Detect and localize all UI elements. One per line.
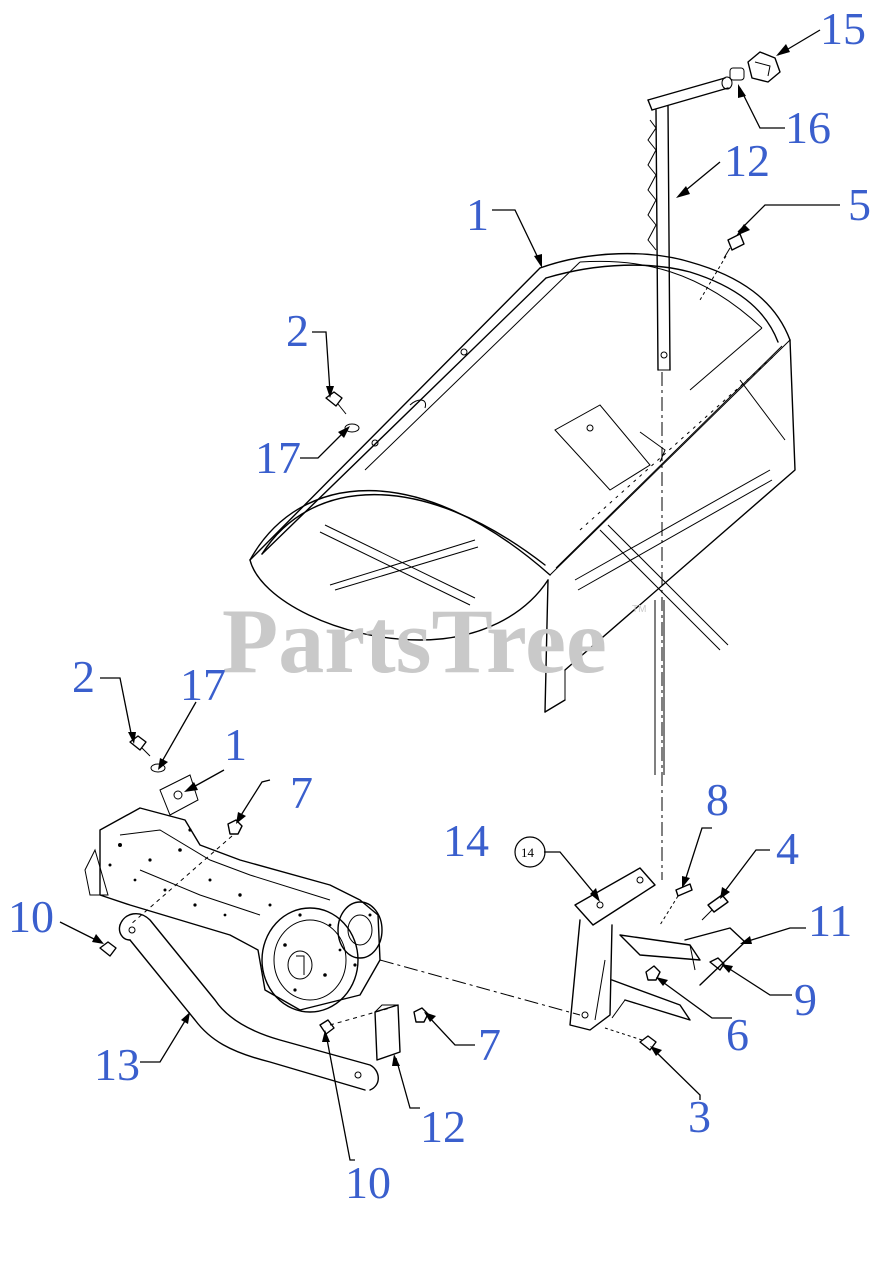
callout-8: 8 [706,774,729,825]
callout-4: 4 [776,823,799,874]
handle-bar [118,913,379,1091]
callout-15: 15 [820,3,866,54]
handle-rod [647,76,733,880]
bolt-2-upper [325,391,360,433]
callout-13: 13 [94,1039,140,1090]
callout-2-lower: 2 [72,651,95,702]
callout-17-upper: 17 [255,432,301,483]
callout-14-circle: 14 [514,836,546,868]
mower-housing [84,774,581,1016]
bolt-10-lower [319,1019,335,1035]
callout-7-upper: 7 [290,767,313,818]
knob [729,51,781,83]
callout-14-circle-label: 14 [521,845,535,860]
callout-7-lower: 7 [478,1019,501,1070]
callout-9: 9 [794,974,817,1025]
callout-12-lower: 12 [420,1101,466,1152]
callout-11: 11 [808,895,852,946]
leader-lines [59,29,840,1161]
callout-labels: 15 16 12 5 1 2 17 2 17 1 7 8 4 14 14 11 … [8,3,871,1208]
callout-12-upper: 12 [724,135,770,186]
callout-1-lower: 1 [224,719,247,770]
callout-2-upper: 2 [286,305,309,356]
nut-7-upper [227,819,243,835]
bolt-2-lower [129,735,166,773]
callout-10-lower: 10 [345,1157,391,1208]
nut-7-lower [413,1007,429,1023]
watermark-text: PartsTree [222,590,607,692]
grass-bag [249,252,796,713]
watermark-tm: TM [632,604,646,615]
callout-3: 3 [688,1091,711,1142]
callout-1-upper: 1 [466,189,489,240]
callout-14: 14 [443,815,489,866]
callout-17-lower: 17 [180,659,226,710]
callout-10-upper: 10 [8,891,54,942]
callout-5: 5 [848,179,871,230]
callout-16: 16 [785,102,831,153]
bolt-10-upper [99,941,117,957]
callout-6: 6 [726,1009,749,1060]
spacer-plate [374,1004,401,1061]
bracket-assembly [569,867,746,1051]
